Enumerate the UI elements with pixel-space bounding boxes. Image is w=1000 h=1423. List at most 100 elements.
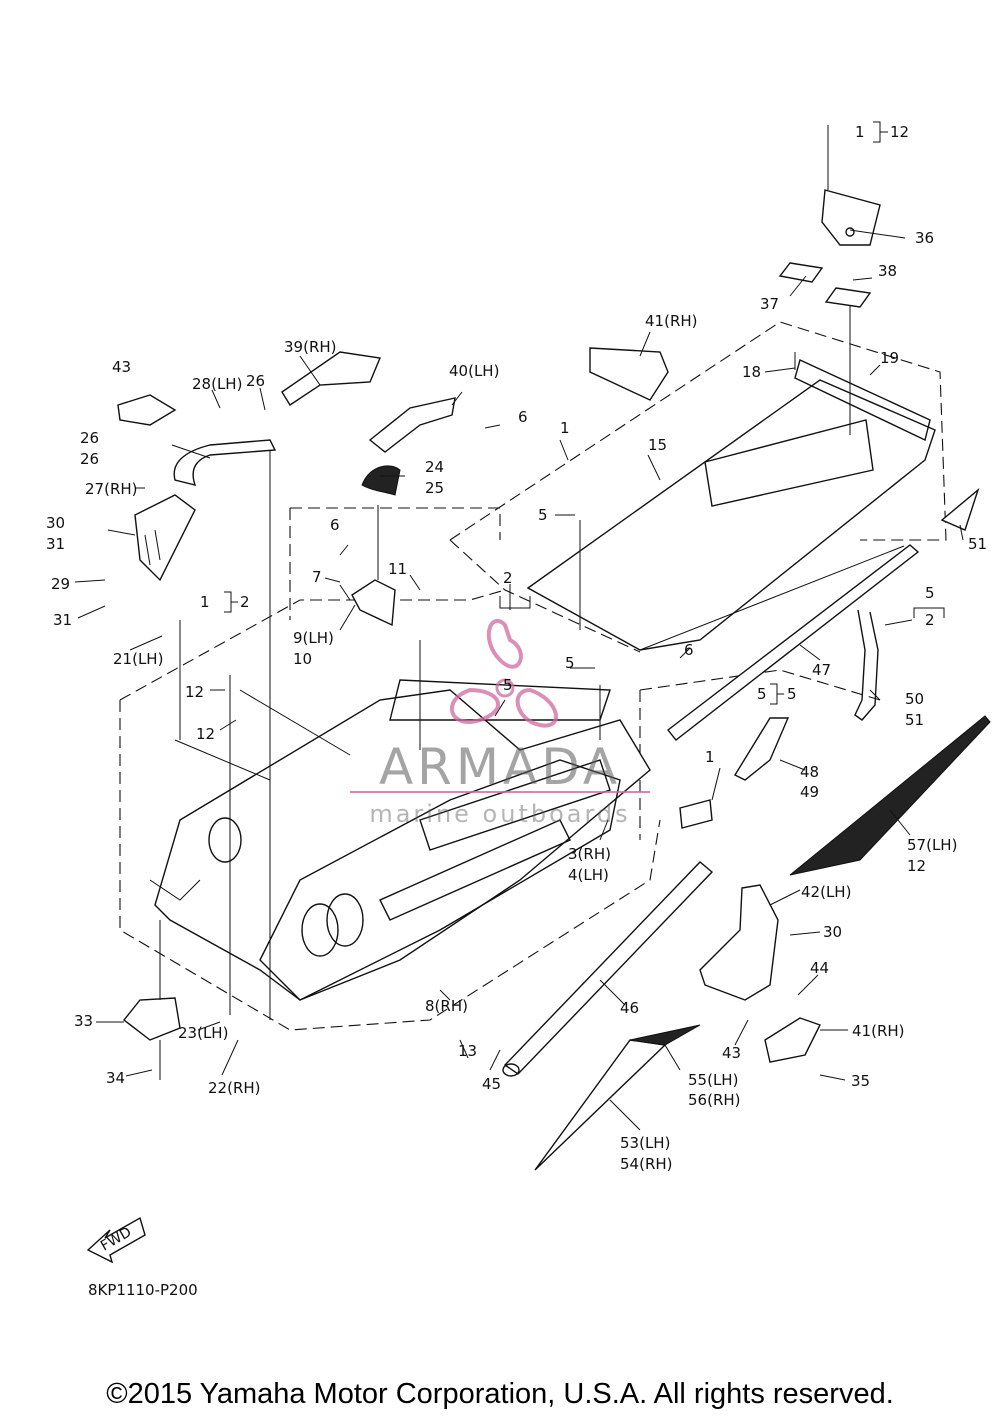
callout: 49	[800, 783, 819, 801]
bracket-markers	[224, 121, 945, 705]
callout: 30	[823, 923, 842, 941]
callout: 43	[722, 1044, 741, 1062]
callout: 28(LH)	[192, 375, 242, 393]
callout: 44	[810, 959, 829, 977]
callout: 34	[106, 1069, 125, 1087]
callout: 38	[878, 262, 897, 280]
callout: 12	[907, 857, 926, 875]
callout: 56(RH)	[688, 1091, 741, 1109]
callout: 6	[518, 408, 528, 426]
pad-47	[281, 351, 381, 406]
callout: 30	[46, 514, 65, 532]
callout: 35	[851, 1072, 870, 1090]
callout: 2	[240, 593, 250, 611]
fwd-arrow-icon	[86, 1216, 146, 1264]
pad-32	[764, 1017, 821, 1063]
callout: 10	[293, 650, 312, 668]
callout: 5	[503, 676, 513, 694]
callout: 7	[312, 568, 322, 586]
callout: 12	[890, 123, 909, 141]
callout: 2	[503, 569, 513, 587]
seat-pad-49	[589, 347, 669, 401]
callout: 29	[51, 575, 70, 593]
strap-41	[854, 609, 879, 721]
callout: 40(LH)	[449, 362, 499, 380]
callout: 13	[458, 1042, 477, 1060]
callout: 1	[200, 593, 210, 611]
leader-lines	[74, 125, 964, 1131]
bracket-39	[734, 717, 790, 781]
trim-56	[789, 715, 991, 876]
callout: 8(RH)	[425, 997, 468, 1015]
callout: 48	[800, 763, 819, 781]
callout: 39(RH)	[284, 338, 337, 356]
callout: 37	[760, 295, 779, 313]
callout: 6	[684, 641, 694, 659]
callout: 15	[648, 436, 667, 454]
callout: 24	[425, 458, 444, 476]
callout: 4(LH)	[568, 866, 609, 884]
copyright-notice: ©2015 Yamaha Motor Corporation, U.S.A. A…	[106, 1378, 894, 1410]
watermark-subtitle: marine outboards	[369, 800, 631, 828]
callout: 46	[620, 999, 639, 1017]
watermark-title: ARMADA	[378, 738, 622, 796]
bracket-33	[699, 884, 779, 1001]
callout: 36	[915, 229, 934, 247]
pad-30	[123, 997, 181, 1041]
callout: 53(LH)	[620, 1134, 670, 1152]
callout: 43	[112, 358, 131, 376]
callout: 42(LH)	[801, 883, 851, 901]
callout: 1	[705, 748, 715, 766]
callout: 5	[538, 506, 548, 524]
chassis-tunnel	[149, 679, 651, 1001]
callout: 1	[855, 123, 865, 141]
callout: 47	[812, 661, 831, 679]
rear-bracket	[821, 189, 881, 246]
callout: 26	[80, 450, 99, 468]
callout: 1	[560, 419, 570, 437]
callout: 3(RH)	[568, 845, 611, 863]
watermark-logo-icon	[449, 619, 558, 728]
callout: 51	[905, 711, 924, 729]
callout: 50	[905, 690, 924, 708]
callout: 41(RH)	[852, 1022, 905, 1040]
callout: 26	[80, 429, 99, 447]
callout: 19	[880, 349, 899, 367]
callout: 54(RH)	[620, 1155, 673, 1173]
trim-54	[629, 1024, 701, 1046]
callout: 57(LH)	[907, 836, 957, 854]
callout-labels: 1 12 36 38 37 41(RH) 39(RH) 40(LH) 43 28…	[46, 123, 987, 1254]
callout: 12	[196, 725, 215, 743]
callout: 2	[925, 611, 935, 629]
callout: 12	[185, 683, 204, 701]
callout: 5	[757, 685, 767, 703]
callout: 45	[482, 1075, 501, 1093]
callout: 9(LH)	[293, 629, 334, 647]
callout: 5	[787, 685, 797, 703]
block-50	[679, 799, 713, 829]
trim-43	[940, 487, 980, 531]
bracket-8	[351, 579, 396, 627]
vent-20	[361, 465, 401, 496]
pad-45	[778, 262, 824, 283]
callout: 41(RH)	[645, 312, 698, 330]
pad-46	[824, 287, 872, 308]
callout: 25	[425, 479, 444, 497]
callout: 31	[53, 611, 72, 629]
callout: 23(LH)	[178, 1024, 228, 1042]
seat-base-plate	[526, 359, 936, 651]
callout: 21(LH)	[113, 650, 163, 668]
callout: 31	[46, 535, 65, 553]
callout: 6	[330, 516, 340, 534]
callout: 26	[246, 372, 265, 390]
callout: 11	[388, 560, 407, 578]
callout: 5	[565, 654, 575, 672]
drawing-code: 8KP1110-P200	[88, 1281, 198, 1299]
callout: 27(RH)	[85, 480, 138, 498]
callout: 33	[74, 1012, 93, 1030]
cover-51	[117, 394, 177, 426]
callout: 51	[968, 535, 987, 553]
side-rail	[667, 544, 920, 741]
callout: 5	[925, 584, 935, 602]
